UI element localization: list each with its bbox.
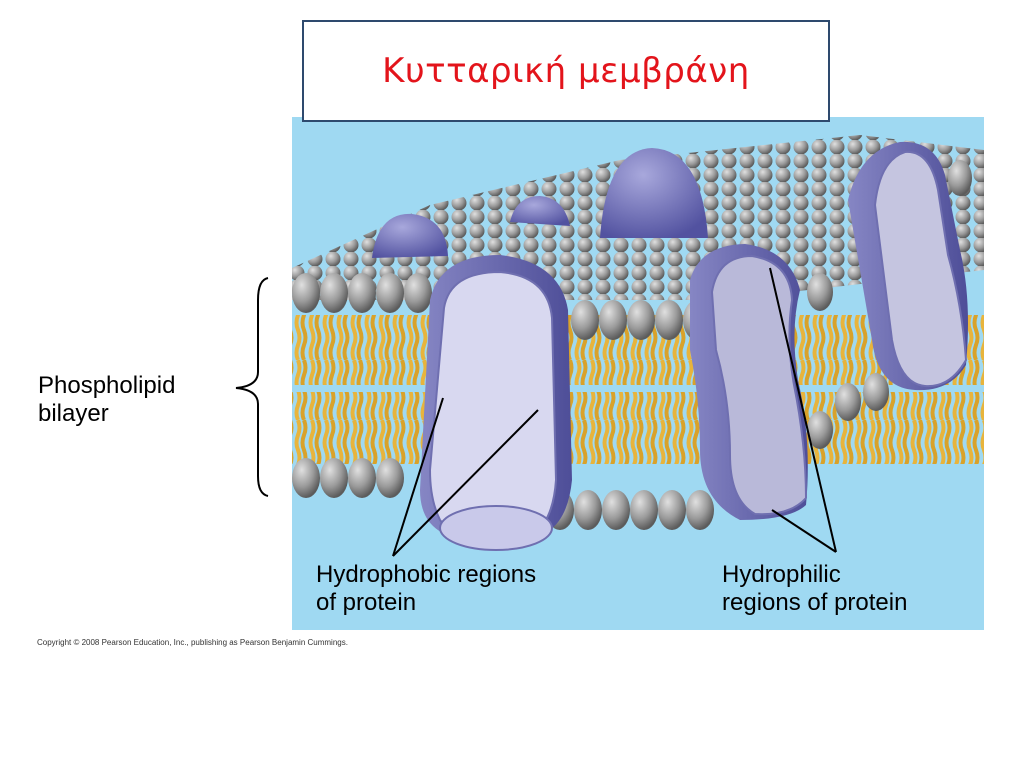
protein-right <box>690 244 808 520</box>
title-box: Κυτταρική μεμβράνη <box>302 20 830 122</box>
label-line: of protein <box>316 589 417 616</box>
dome-protein-small <box>510 196 570 226</box>
hydrophilic-pointer-lines <box>769 267 837 553</box>
dome-protein-large <box>600 148 708 238</box>
label-line: Phospholipid <box>38 372 176 399</box>
protein-left <box>420 255 572 551</box>
bilayer-bracket <box>235 277 269 497</box>
upper-head-row <box>292 160 972 340</box>
protein-far-right <box>848 141 968 391</box>
label-phospholipid-bilayer: Phospholipid bilayer <box>38 372 175 428</box>
label-line: Hydrophilic <box>722 561 841 588</box>
label-hydrophilic-regions: Hydrophilic regions of protein <box>722 561 907 617</box>
hydrophobic-pointer-lines <box>392 397 539 557</box>
label-hydrophobic-regions: Hydrophobic regions of protein <box>316 561 536 617</box>
page-title: Κυτταρική μεμβράνη <box>382 51 750 91</box>
label-line: bilayer <box>38 400 109 427</box>
copyright-notice: Copyright © 2008 Pearson Education, Inc.… <box>37 638 348 647</box>
label-line: regions of protein <box>722 589 908 616</box>
dome-protein-left <box>372 213 448 258</box>
label-line: Hydrophobic regions <box>316 561 537 588</box>
